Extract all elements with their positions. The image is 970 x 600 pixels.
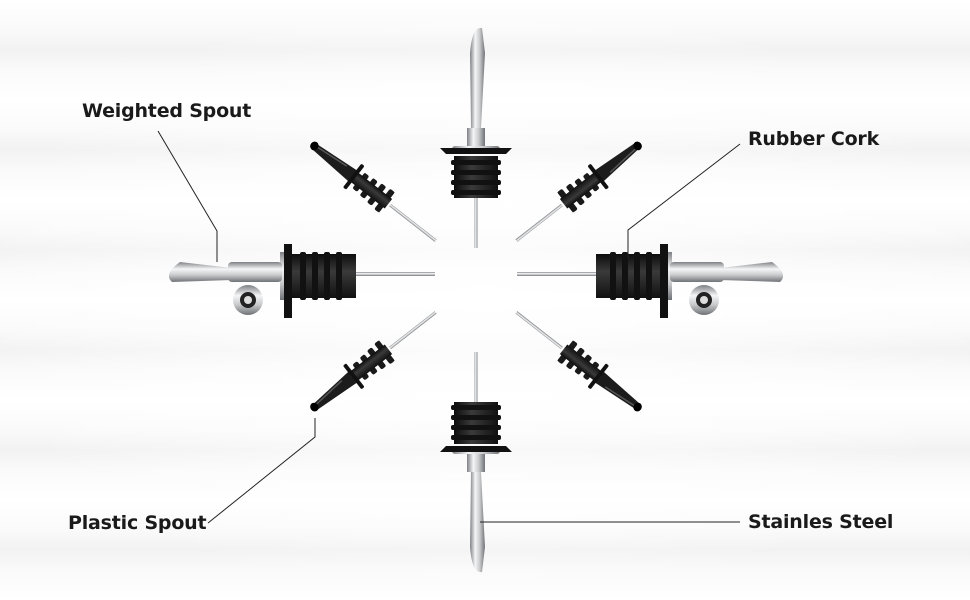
pourer-top — [440, 27, 512, 249]
leader-line-rubber-cork — [627, 143, 741, 258]
pourer-bottom — [440, 352, 512, 573]
label-weighted-spout: Weighted Spout — [82, 100, 252, 122]
pourer-lower-left — [301, 299, 446, 423]
leader-line-weighted-spout — [157, 130, 218, 262]
leader-line-plastic-spout — [207, 418, 316, 524]
pourer-upper-right — [506, 130, 651, 254]
label-plastic-spout: Plastic Spout — [68, 512, 207, 534]
pourer-left — [168, 244, 435, 318]
label-stainless-steel: Stainles Steel — [748, 511, 894, 533]
pourer-right — [517, 244, 784, 318]
label-rubber-cork: Rubber Cork — [748, 128, 880, 150]
pourer-lower-right — [506, 299, 651, 423]
pourer-upper-left — [301, 130, 446, 254]
